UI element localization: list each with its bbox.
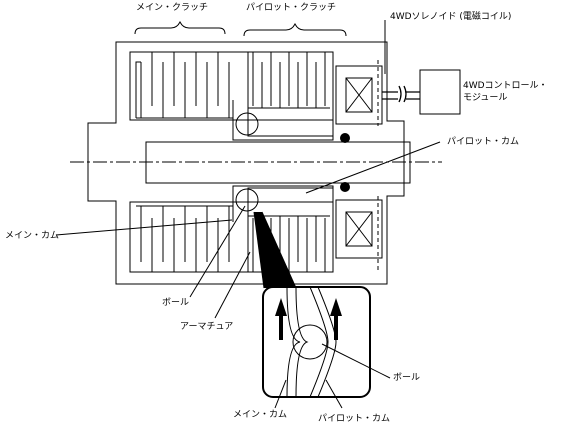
ball-lower <box>235 188 259 212</box>
arrow-up-right <box>330 298 342 340</box>
main-clutch-label: メイン・クラッチ <box>136 3 209 13</box>
detail-pilot-cam-label: パイロット・カム <box>318 414 391 424</box>
arrow-up-left <box>275 298 287 340</box>
control-module-label-1: 4WDコントロール・ <box>463 81 548 91</box>
detail-ball <box>292 324 328 360</box>
armature-label: アーマチュア <box>180 322 234 332</box>
drum-inner <box>129 51 334 121</box>
solenoid-upper <box>335 65 383 125</box>
main-clutch-brace <box>134 20 226 35</box>
housing-outline <box>87 41 405 285</box>
ball-upper <box>235 112 259 136</box>
detail-view <box>262 286 391 409</box>
magnifier-wedge <box>254 212 296 288</box>
drum-inner-lower <box>129 201 334 273</box>
pilot-clutch-brace <box>243 22 347 37</box>
solenoid-label: 4WDソレノイド (電磁コイル) <box>390 12 512 22</box>
pilot-clutch-plates-upper <box>247 52 333 137</box>
solenoid-lower <box>335 199 383 259</box>
wire <box>382 91 420 100</box>
control-module-box <box>419 69 461 115</box>
main-clutch-plates-upper <box>135 52 233 119</box>
control-module-label-2: モジュール <box>463 93 508 103</box>
cam-lower <box>232 185 334 222</box>
pilot-cam-label: パイロット・カム <box>447 137 520 147</box>
main-cam-label: メイン・カム <box>5 231 60 241</box>
ball-label: ボール <box>162 298 190 308</box>
detail-main-cam-label: メイン・カム <box>233 410 288 420</box>
pilot-clutch-label: パイロット・クラッチ <box>246 3 337 13</box>
main-clutch-plates-lower <box>136 205 233 272</box>
cam-upper <box>232 100 334 141</box>
detail-ball-label: ボール <box>393 373 421 383</box>
